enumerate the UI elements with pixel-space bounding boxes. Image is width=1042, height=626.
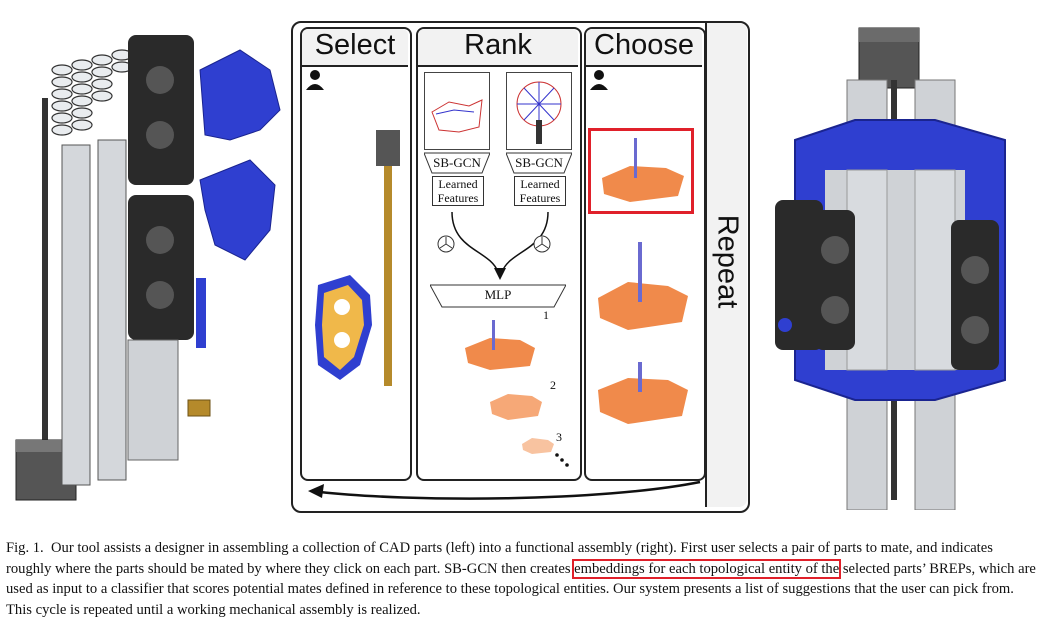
rank-number-2: 2 [550, 378, 556, 392]
features-label-left: Features [437, 191, 479, 205]
assembly-illustration [775, 27, 1006, 510]
chosen-suggestion-highlight [588, 128, 694, 214]
rank-title-bar [418, 29, 578, 67]
ranked-part-1 [465, 320, 535, 370]
learned-features-right: Learned Features [514, 176, 566, 206]
click-location-icon-left [437, 235, 455, 253]
learned-features-left: Learned Features [432, 176, 484, 206]
more-ellipsis-icon [555, 453, 569, 467]
repeat-strip [705, 23, 747, 507]
caption-text-before: Our tool assists a designer in assemblin… [6, 540, 993, 577]
ranked-part-2 [490, 394, 542, 420]
choose-title-bar [586, 29, 702, 67]
gcn-trapezoid-right [506, 152, 572, 174]
user-icon [590, 70, 608, 90]
cad-parts-illustration [15, 35, 281, 501]
merge-arrows [451, 211, 549, 280]
select-title: Select [314, 29, 396, 61]
click-location-icon-right [533, 235, 551, 253]
caption-highlighted-phrase: embeddings for each topological entity o… [572, 558, 842, 579]
brep-graph-left [424, 72, 490, 150]
sb-gcn-label-left: SB-GCN [433, 155, 481, 170]
figure-caption: Fig. 1. Our tool assists a designer in a… [6, 538, 1036, 620]
mlp-trapezoid [430, 284, 566, 308]
ranked-part-3 [522, 438, 554, 454]
select-panel [300, 27, 412, 481]
caption-label: Fig. 1. [6, 540, 44, 556]
features-label-right: Features [519, 191, 561, 205]
select-parts-illustration [315, 130, 400, 386]
learned-label-right: Learned [520, 177, 560, 191]
brep-graph-right [506, 72, 572, 150]
figure: Repeat Select Rank SB-GCN SB-GCN Learned… [15, 21, 1006, 513]
suggestion-part-3 [598, 362, 688, 424]
rank-title: Rank [464, 29, 532, 61]
gcn-trapezoid-left [424, 152, 490, 174]
repeat-label: Repeat [711, 214, 744, 309]
rank-number-3: 3 [556, 430, 562, 444]
cycle-arrow [308, 480, 701, 500]
user-icon [306, 70, 324, 90]
sb-gcn-label-right: SB-GCN [515, 155, 563, 170]
learned-label-left: Learned [438, 177, 478, 191]
rank-number-1: 1 [543, 308, 549, 322]
choose-title: Choose [594, 29, 694, 61]
caption-text-after: selected parts’ BREPs, which are used as… [6, 560, 1036, 618]
suggestion-part-1 [602, 138, 684, 202]
select-title-bar [302, 29, 408, 67]
suggestion-part-2 [598, 242, 688, 330]
mlp-label: MLP [484, 287, 512, 302]
